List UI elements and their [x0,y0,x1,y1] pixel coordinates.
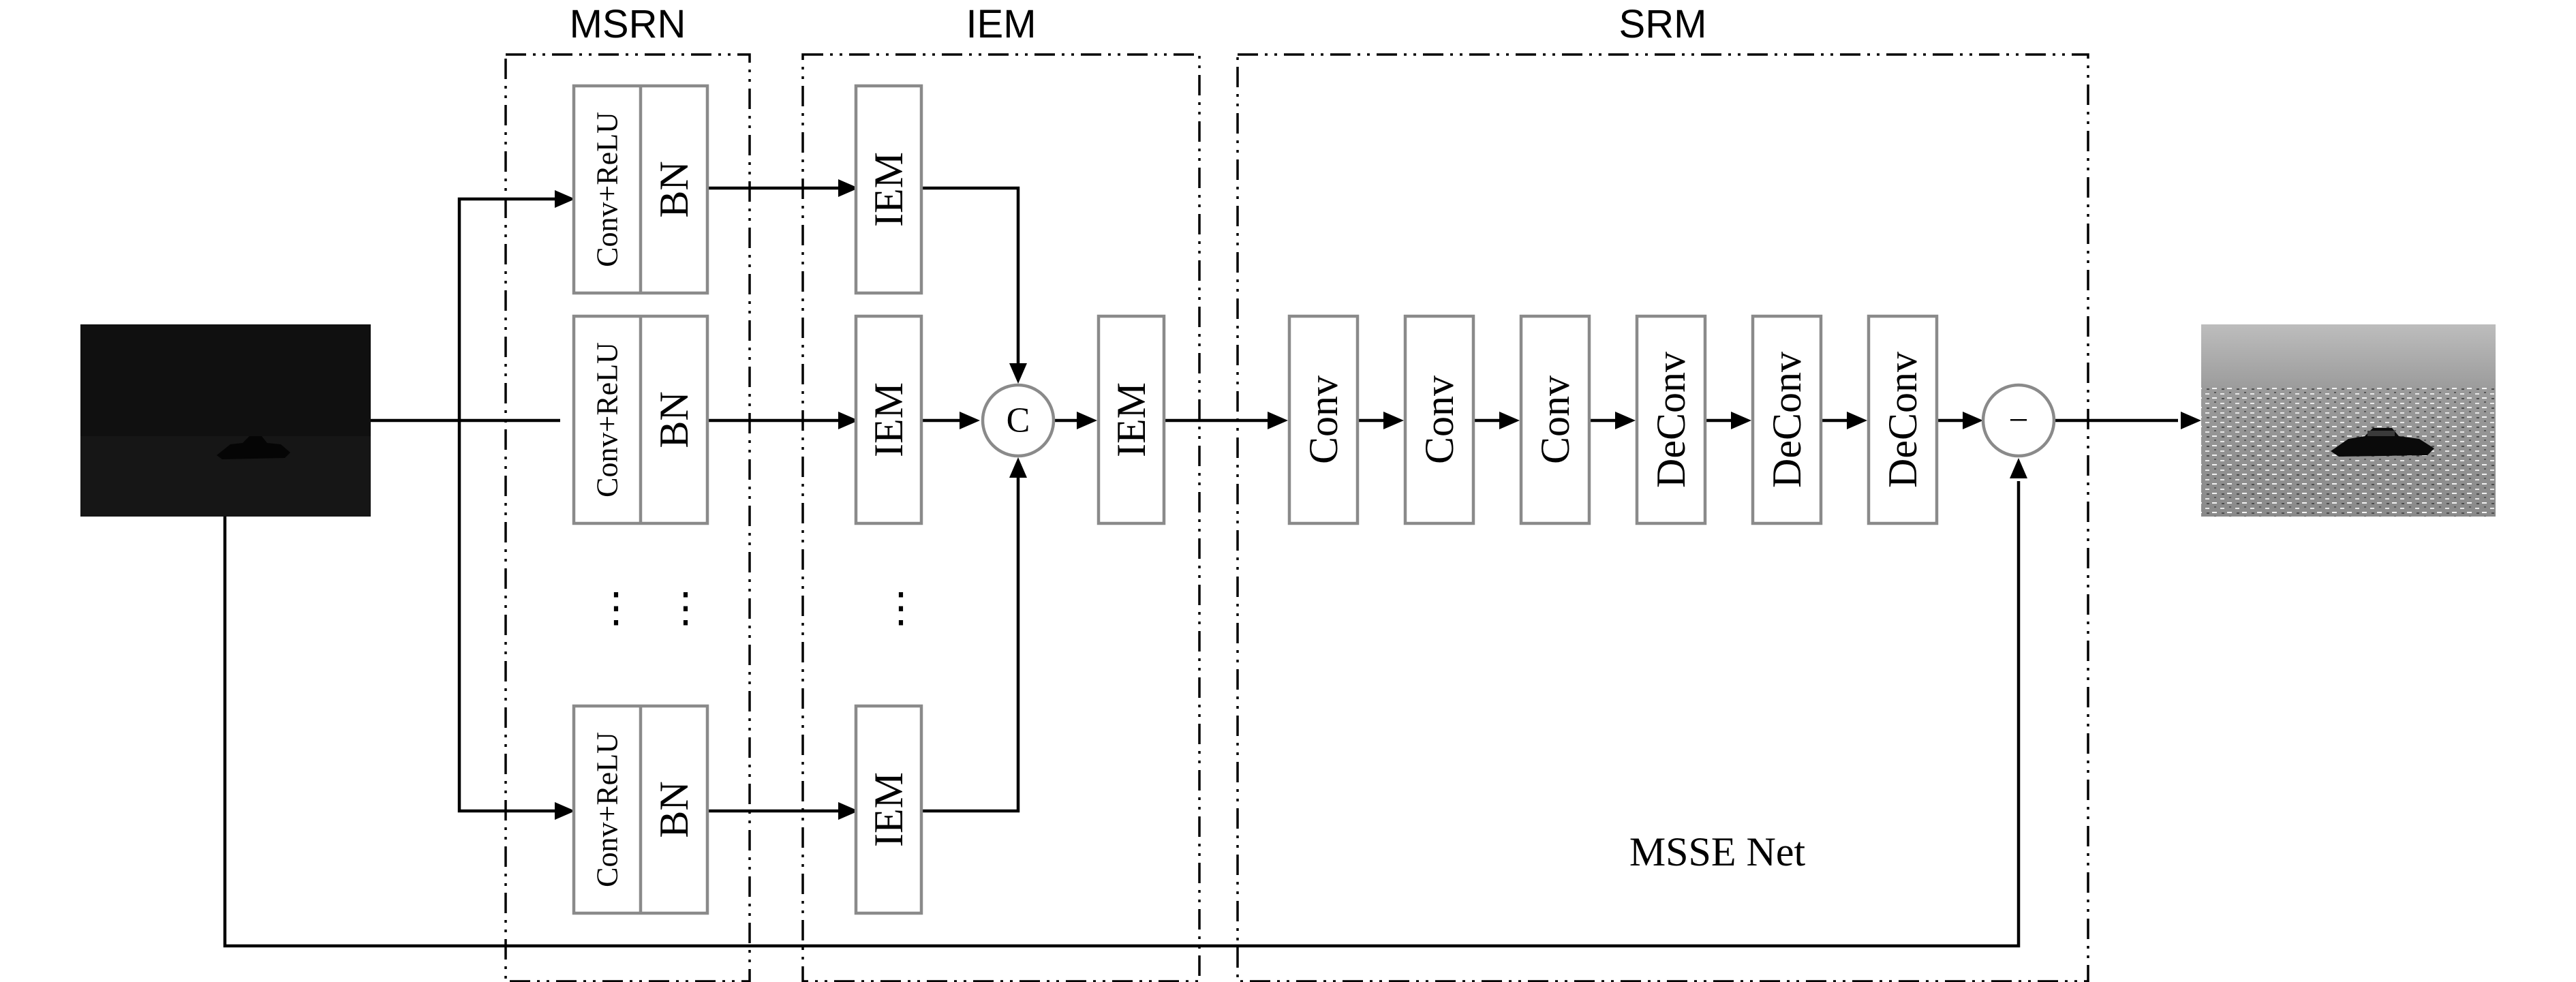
srm-region [1236,53,2089,982]
srm-block-3: Conv [1519,314,1591,525]
srm-block-label: Conv [1301,375,1346,464]
srm-block-label: Conv [1417,375,1462,464]
iem-block-top: IEM [854,84,923,295]
msrn-title: MSRN [570,2,686,46]
srm-block-label: Conv [1533,375,1578,464]
iem-label: IEM [1109,382,1154,457]
iem-block-fused: IEM [1097,314,1166,525]
srm-block-label: DeConv [1880,352,1925,488]
bn-label: BN [651,391,696,448]
msrn-block-top: Conv+ReLU BN [572,84,709,295]
msrn-region [504,53,751,982]
iem-region [801,53,1201,982]
srm-block-label: DeConv [1649,352,1693,488]
bn-label: BN [651,781,696,838]
srm-block-6: DeConv [1867,314,1939,525]
iem-label: IEM [866,772,911,847]
iem-ellipsis: ⋮ [880,585,921,630]
iem-block-bottom: IEM [854,704,923,915]
conv-relu-label: Conv+ReLU [591,342,624,497]
srm-block-label: DeConv [1764,352,1809,488]
iem-title: IEM [966,2,1036,46]
subtract-label: − [2008,401,2028,440]
conv-relu-label: Conv+ReLU [591,112,624,267]
bn-label: BN [651,161,696,217]
srm-block-4: DeConv [1635,314,1707,525]
srm-block-2: Conv [1403,314,1475,525]
concat-label: C [1007,401,1030,440]
iem-label: IEM [866,382,911,457]
input-image [80,324,371,517]
conv-relu-label: Conv+ReLU [591,732,624,887]
iem-block-middle: IEM [854,314,923,525]
srm-title: SRM [1619,2,1707,46]
iem-label: IEM [866,152,911,227]
connection-wires [223,186,2178,948]
msrn-block-middle: Conv+ReLU BN [572,314,709,525]
msrn-block-bottom: Conv+ReLU BN [572,704,709,915]
msrn-ellipsis-left: ⋮ [596,585,637,630]
network-name: MSSE Net [1629,829,1806,874]
subtract-node: − [1981,383,2056,458]
arrow-heads [555,179,2201,820]
srm-block-5: DeConv [1751,314,1823,525]
srm-block-1: Conv [1287,314,1360,525]
concat-node: C [981,383,1056,458]
msrn-ellipsis-right: ⋮ [665,585,706,630]
output-image [2201,324,2496,517]
